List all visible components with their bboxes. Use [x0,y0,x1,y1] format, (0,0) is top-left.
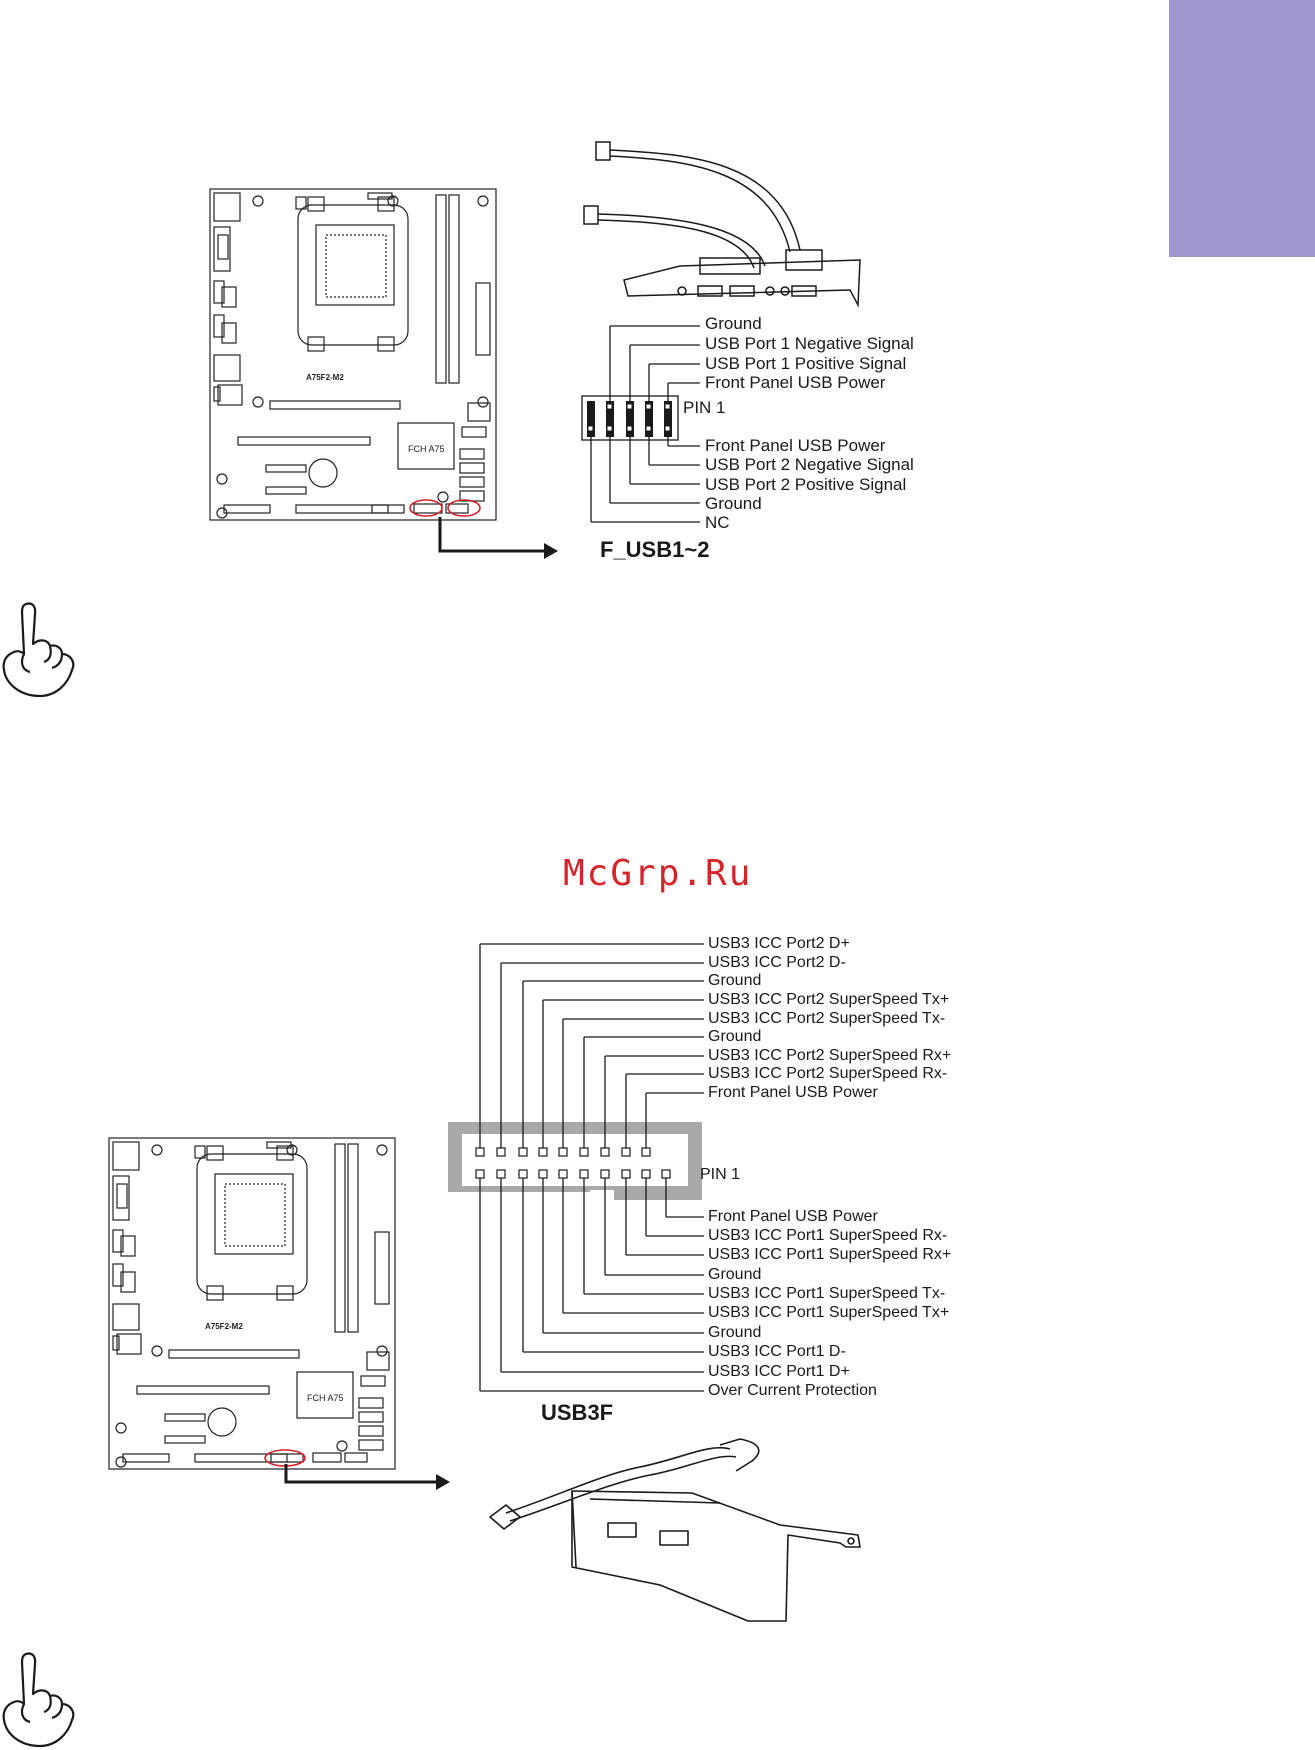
usb3f-pin1-label: PIN 1 [700,1166,741,1183]
f-usb-top-pin-label: USB Port 1 Positive Signal [705,354,907,373]
usb3f-bottom-pin-label: USB3 ICC Port1 SuperSpeed Rx+ [708,1246,952,1263]
board-model-label-2: A75F2-M2 [205,1322,243,1331]
pointing-hand-icon [2,602,75,698]
usb3f-top-pin-label: USB3 ICC Port2 D- [708,954,846,971]
f-usb-top-pin-label: Front Panel USB Power [705,373,886,392]
f-usb-top-pin-label: Ground [705,314,762,333]
f-usb-bottom-pin-label: Ground [705,494,762,513]
usb3-bracket-illustration [489,1438,861,1622]
pointer-arrow-2 [284,1464,450,1490]
motherboard-diagram-1: A75F2-M2 FCH A75 [209,188,497,521]
pointer-arrow-1 [438,517,558,559]
usb3f-bottom-pin-label: Ground [708,1266,762,1283]
chapter-tab [1169,0,1315,257]
usb3f-bottom-pin-label: USB3 ICC Port1 D+ [708,1363,850,1380]
usb3f-title: USB3F [541,1400,614,1425]
usb3f-top-pin-label: USB3 ICC Port2 SuperSpeed Rx+ [708,1047,952,1064]
f-usb-bottom-pin-label: USB Port 2 Negative Signal [705,455,914,474]
f-usb-bottom-pin-label: USB Port 2 Positive Signal [705,475,907,494]
usb3f-bottom-pin-label: USB3 ICC Port1 SuperSpeed Rx- [708,1227,948,1244]
usb3f-bottom-pin-label: USB3 ICC Port1 D- [708,1343,846,1360]
usb3f-top-pin-label: USB3 ICC Port2 SuperSpeed Tx+ [708,991,950,1008]
usb3f-bottom-pin-label: USB3 ICC Port1 SuperSpeed Tx+ [708,1304,950,1321]
usb3f-top-pin-label: USB3 ICC Port2 SuperSpeed Rx- [708,1065,948,1082]
usb3f-bottom-pin-label: Front Panel USB Power [708,1208,878,1225]
usb3f-bottom-pin-label: Over Current Protection [708,1382,877,1399]
usb3f-bottom-pin-label: Ground [708,1324,762,1341]
usb3f-top-pin-label: Ground [708,1028,762,1045]
f-usb-title: F_USB1~2 [600,537,710,562]
motherboard-diagram-2: A75F2-M2 FCH A75 [108,1137,396,1470]
board-model-label-1: A75F2-M2 [306,373,344,382]
f-usb-bottom-pin-label: Front Panel USB Power [705,436,886,455]
f-usb-bottom-pin-label: NC [705,513,730,532]
f-usb-pin1-label: PIN 1 [683,398,726,417]
usb3f-top-pin-label: Ground [708,972,762,989]
usb3f-top-pin-label: USB3 ICC Port2 D+ [708,935,850,952]
pointing-hand-icon [2,1652,75,1748]
usb3f-bottom-pin-label: USB3 ICC Port1 SuperSpeed Tx- [708,1285,946,1302]
watermark: McGrp.Ru [563,853,753,894]
fch-label-2: FCH A75 [307,1393,344,1403]
usb3f-top-pin-label: Front Panel USB Power [708,1084,878,1101]
fch-label-1: FCH A75 [408,444,445,454]
usb3f-top-pin-label: USB3 ICC Port2 SuperSpeed Tx- [708,1010,946,1027]
usb-bracket-illustration [583,141,861,308]
f-usb-top-pin-label: USB Port 1 Negative Signal [705,334,914,353]
